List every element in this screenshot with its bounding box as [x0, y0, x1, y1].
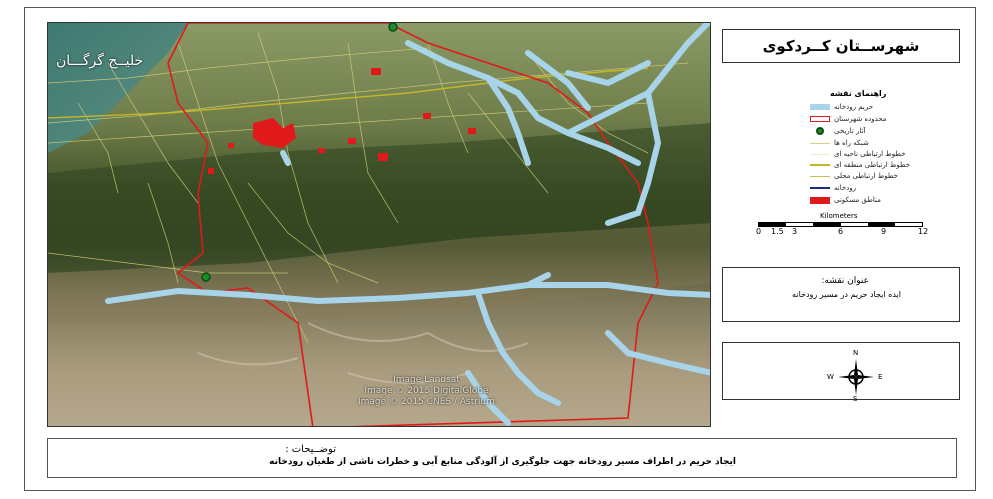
river-buffers — [105, 23, 710, 426]
legend-item-regional-roads: خطوط ارتباطی منطقه ای — [810, 160, 910, 170]
scale-tick: 6 — [838, 227, 844, 236]
road-network-swatch — [810, 142, 830, 144]
scale-tick: 1.5 — [771, 227, 784, 236]
legend-item-river: رودخانه — [810, 183, 856, 193]
north-arrow-box: N S E W — [722, 342, 960, 403]
scale-title: Kilometers — [820, 212, 858, 220]
satellite-map: خلیــج گرگـــان Image Landsat Image © 20… — [47, 22, 711, 427]
description-box: توضــیحات : ایجاد حریم در اطراف مسیر رود… — [47, 438, 957, 478]
legend-item-historic-site: آثار تاریخی — [810, 126, 865, 136]
map-title-label: عنوان نقشه: — [821, 276, 869, 286]
road-network — [48, 32, 689, 344]
legend-item-county-boundary: محدوده شهرستان — [810, 114, 887, 124]
county-title: شهرســتان کــردکوی — [722, 29, 960, 63]
scale-tick: 12 — [918, 227, 929, 236]
scale-tick: 3 — [792, 227, 798, 236]
scale-tick: 9 — [881, 227, 887, 236]
scale-bar-graphic — [758, 222, 923, 227]
map-title-box: عنوان نقشه: ایده ایجاد حریم در مسیر رودخ… — [722, 267, 960, 322]
map-canvas — [48, 23, 710, 426]
description-text: ایجاد حریم در اطراف مسیر رودخانه جهت جلو… — [269, 457, 736, 467]
legend-item-road-network: شبکه راه ها — [810, 138, 869, 148]
forest-band — [48, 123, 710, 273]
legend-item-residential: مناطق مسکونی — [810, 195, 881, 205]
scale-bar: Kilometers 0 1.5 3 6 9 12 — [752, 212, 932, 242]
boundary-swatch — [810, 116, 830, 122]
county-boundary — [167, 23, 659, 426]
sea-label: خلیــج گرگـــان — [56, 53, 144, 69]
ridges — [197, 322, 529, 384]
legend-item-district-roads: خطوط ارتباطی ناحیه ای — [810, 149, 905, 159]
district-roads-swatch — [810, 153, 830, 155]
historic-site-icon — [816, 127, 824, 135]
mountain-band — [48, 223, 710, 323]
regional-roads — [48, 67, 649, 119]
legend: راهنمای نقشه حریم رودخانه محدوده شهرستان… — [722, 72, 960, 262]
regional-roads-swatch — [810, 164, 830, 166]
map-title-value: ایده ایجاد حریم در مسیر رودخانه — [792, 290, 901, 299]
imagery-credits: Image Landsat Image © 2015 DigitalGlobe … — [358, 375, 495, 407]
legend-item-local-roads: خطوط ارتباطی محلی — [810, 171, 898, 181]
map-sidebar: شهرســتان کــردکوی راهنمای نقشه حریم رود… — [722, 22, 972, 403]
north-arrow-icon: N S E W — [827, 349, 883, 403]
legend-item-river-buffer: حریم رودخانه — [810, 102, 873, 112]
local-roads-swatch — [810, 175, 830, 177]
historic-sites — [201, 23, 398, 282]
residential-areas — [208, 68, 476, 174]
river-swatch — [810, 187, 830, 189]
description-label: توضــیحات : — [285, 444, 336, 455]
scale-tick: 0 — [756, 227, 762, 236]
legend-title: راهنمای نقشه — [830, 89, 887, 98]
river-buffer-swatch — [810, 104, 830, 110]
residential-swatch — [810, 196, 830, 204]
